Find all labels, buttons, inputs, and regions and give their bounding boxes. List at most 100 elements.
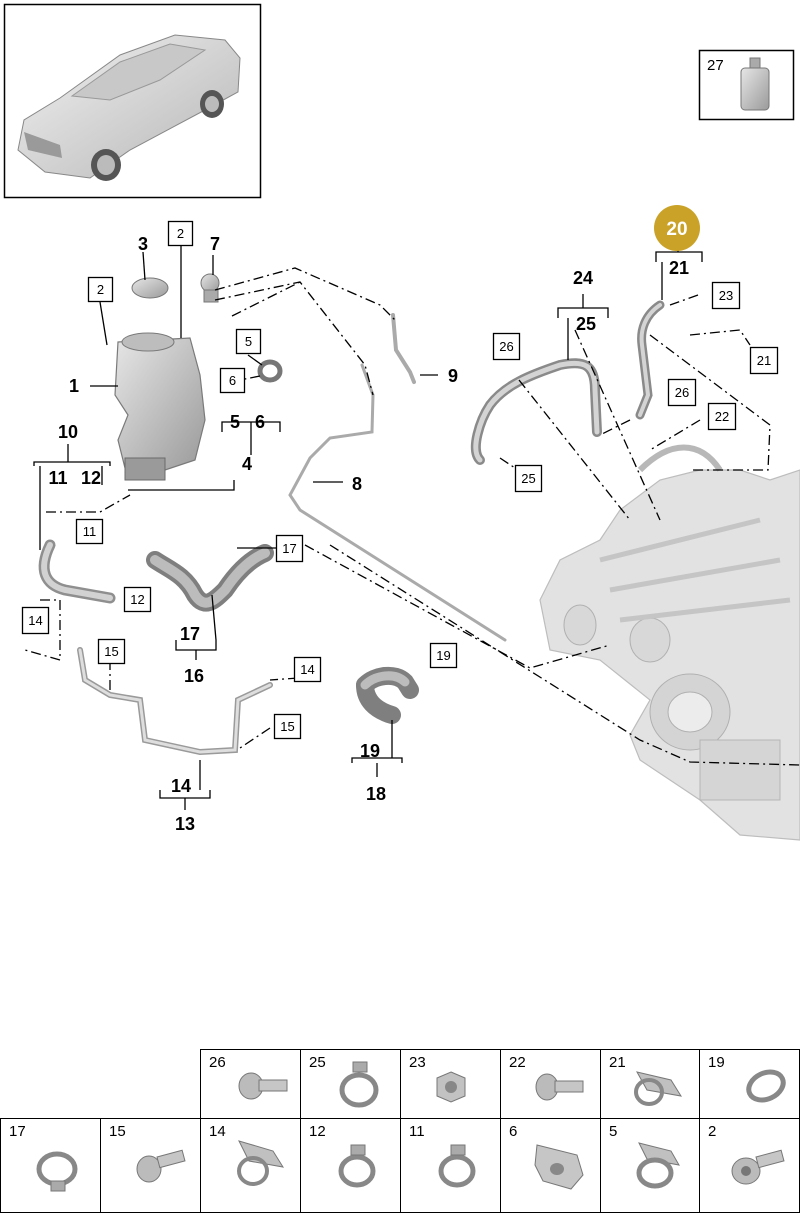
bolt-icon: [238, 1072, 288, 1100]
bolt-icon: [136, 1149, 186, 1183]
parts-cell-label: 22: [509, 1054, 526, 1071]
parts-cell-23[interactable]: 23: [400, 1049, 501, 1119]
svg-text:22: 22: [715, 409, 729, 424]
parts-cell-14[interactable]: 14: [200, 1118, 301, 1213]
callout-4: 4: [242, 454, 252, 474]
callout-box-12[interactable]: 12: [123, 586, 152, 613]
callout-21: 21: [669, 258, 689, 278]
parts-cell-26[interactable]: 26: [200, 1049, 301, 1119]
callout-16: 16: [184, 666, 204, 686]
boxed-callouts: 2 2 5 6 11 12 14 15 17 14 15 19 26 25 23…: [21, 220, 779, 740]
callout-box-17[interactable]: 17: [275, 534, 304, 563]
callout-1: 1: [69, 376, 79, 396]
bolt-icon: [731, 1149, 785, 1185]
parts-cell-17[interactable]: 17: [0, 1118, 101, 1213]
parts-cell-11[interactable]: 11: [400, 1118, 501, 1213]
callout-box-23[interactable]: 23: [711, 281, 741, 310]
parts-cell-5[interactable]: 5: [600, 1118, 701, 1213]
parts-cell-19[interactable]: 19: [699, 1049, 800, 1119]
callout-box-21[interactable]: 21: [749, 346, 779, 375]
parts-cell-21[interactable]: 21: [600, 1049, 701, 1119]
highlight-callout[interactable]: 20: [654, 205, 700, 251]
sealing-ring[interactable]: [257, 359, 283, 383]
callout-5: 5: [230, 412, 240, 432]
svg-text:5: 5: [245, 334, 252, 349]
callout-6: 6: [255, 412, 265, 432]
callout-19: 19: [360, 741, 380, 761]
parts-cell-label: 23: [409, 1054, 426, 1071]
parts-cell-label: 12: [309, 1123, 326, 1140]
svg-text:26: 26: [499, 339, 513, 354]
hose-clamp-icon: [746, 1069, 786, 1103]
vehicle-thumbnail[interactable]: [3, 3, 262, 199]
parts-cell-label: 21: [609, 1054, 626, 1071]
svg-text:11: 11: [83, 524, 97, 539]
parts-cell-label: 26: [209, 1054, 226, 1071]
parts-cell-2[interactable]: 2: [699, 1118, 800, 1213]
svg-text:17: 17: [282, 541, 296, 556]
callout-box-25[interactable]: 25: [514, 464, 543, 493]
hose-clamp-icon: [36, 1151, 78, 1192]
parts-cell-label: 5: [609, 1123, 618, 1140]
callout-box-14b[interactable]: 14: [293, 656, 322, 683]
accessory-box[interactable]: 27: [698, 49, 795, 121]
svg-text:2: 2: [177, 226, 184, 241]
brackets: [33, 240, 703, 810]
callout-box-26a[interactable]: 26: [492, 332, 521, 361]
callout-10: 10: [58, 422, 78, 442]
callout-box-15b[interactable]: 15: [273, 713, 302, 740]
hose-clamp-icon: [338, 1144, 376, 1188]
coolant-bottle-icon: [740, 57, 770, 111]
callout-3: 3: [138, 234, 148, 254]
callout-box-11[interactable]: 11: [75, 518, 104, 545]
parts-cell-12[interactable]: 12: [300, 1118, 401, 1213]
callout-box-15a[interactable]: 15: [97, 638, 126, 665]
bracket-icon: [534, 1144, 584, 1190]
hoses: [38, 300, 665, 756]
svg-text:14: 14: [300, 662, 314, 677]
level-sensor[interactable]: [200, 273, 220, 303]
clip-icon: [634, 1071, 683, 1106]
filler-cap[interactable]: [131, 277, 169, 299]
callout-9: 9: [448, 366, 458, 386]
plain-callouts: 3 7 1 5 6 4 10 11 12 9 8 17 16 14 13 19 …: [48, 234, 689, 834]
parts-cell-label: 15: [109, 1123, 126, 1140]
callout-13: 13: [175, 814, 195, 834]
callout-box-14a[interactable]: 14: [21, 606, 50, 635]
svg-text:15: 15: [104, 644, 118, 659]
callout-18: 18: [366, 784, 386, 804]
parts-cell-label: 17: [9, 1123, 26, 1140]
callout-box-22[interactable]: 22: [707, 402, 737, 431]
callout-24: 24: [573, 268, 593, 288]
callout-box-2a[interactable]: 2: [167, 220, 194, 247]
parts-cell-label: 19: [708, 1054, 725, 1071]
svg-text:15: 15: [280, 719, 294, 734]
callout-box-5[interactable]: 5: [235, 328, 262, 355]
parts-cell-22[interactable]: 22: [500, 1049, 601, 1119]
svg-text:26: 26: [675, 385, 689, 400]
callout-11: 11: [48, 468, 67, 488]
engine-block: [539, 444, 800, 841]
parts-cell-label: 2: [708, 1123, 717, 1140]
parts-cell-label: 14: [209, 1123, 226, 1140]
parts-cell-6[interactable]: 6: [500, 1118, 601, 1213]
callout-box-19[interactable]: 19: [429, 642, 458, 669]
svg-text:19: 19: [436, 648, 450, 663]
parts-cell-label: 6: [509, 1123, 518, 1140]
callout-12: 12: [81, 468, 101, 488]
callout-box-6[interactable]: 6: [219, 367, 246, 394]
callout-box-2b[interactable]: 2: [87, 276, 114, 303]
expansion-tank[interactable]: [114, 332, 206, 481]
parts-cell-25[interactable]: 25: [300, 1049, 401, 1119]
parts-cell-15[interactable]: 15: [100, 1118, 201, 1213]
callout-box-26b[interactable]: 26: [667, 378, 697, 407]
hose-clamp-icon: [339, 1061, 379, 1108]
hex-nut-icon: [436, 1071, 466, 1103]
callout-14: 14: [171, 776, 191, 796]
highlight-label: 20: [666, 219, 687, 240]
hose-clamp-icon: [438, 1144, 476, 1188]
clip-icon: [237, 1140, 285, 1186]
parts-cell-label: 11: [409, 1123, 425, 1140]
clip-icon: [636, 1142, 680, 1189]
